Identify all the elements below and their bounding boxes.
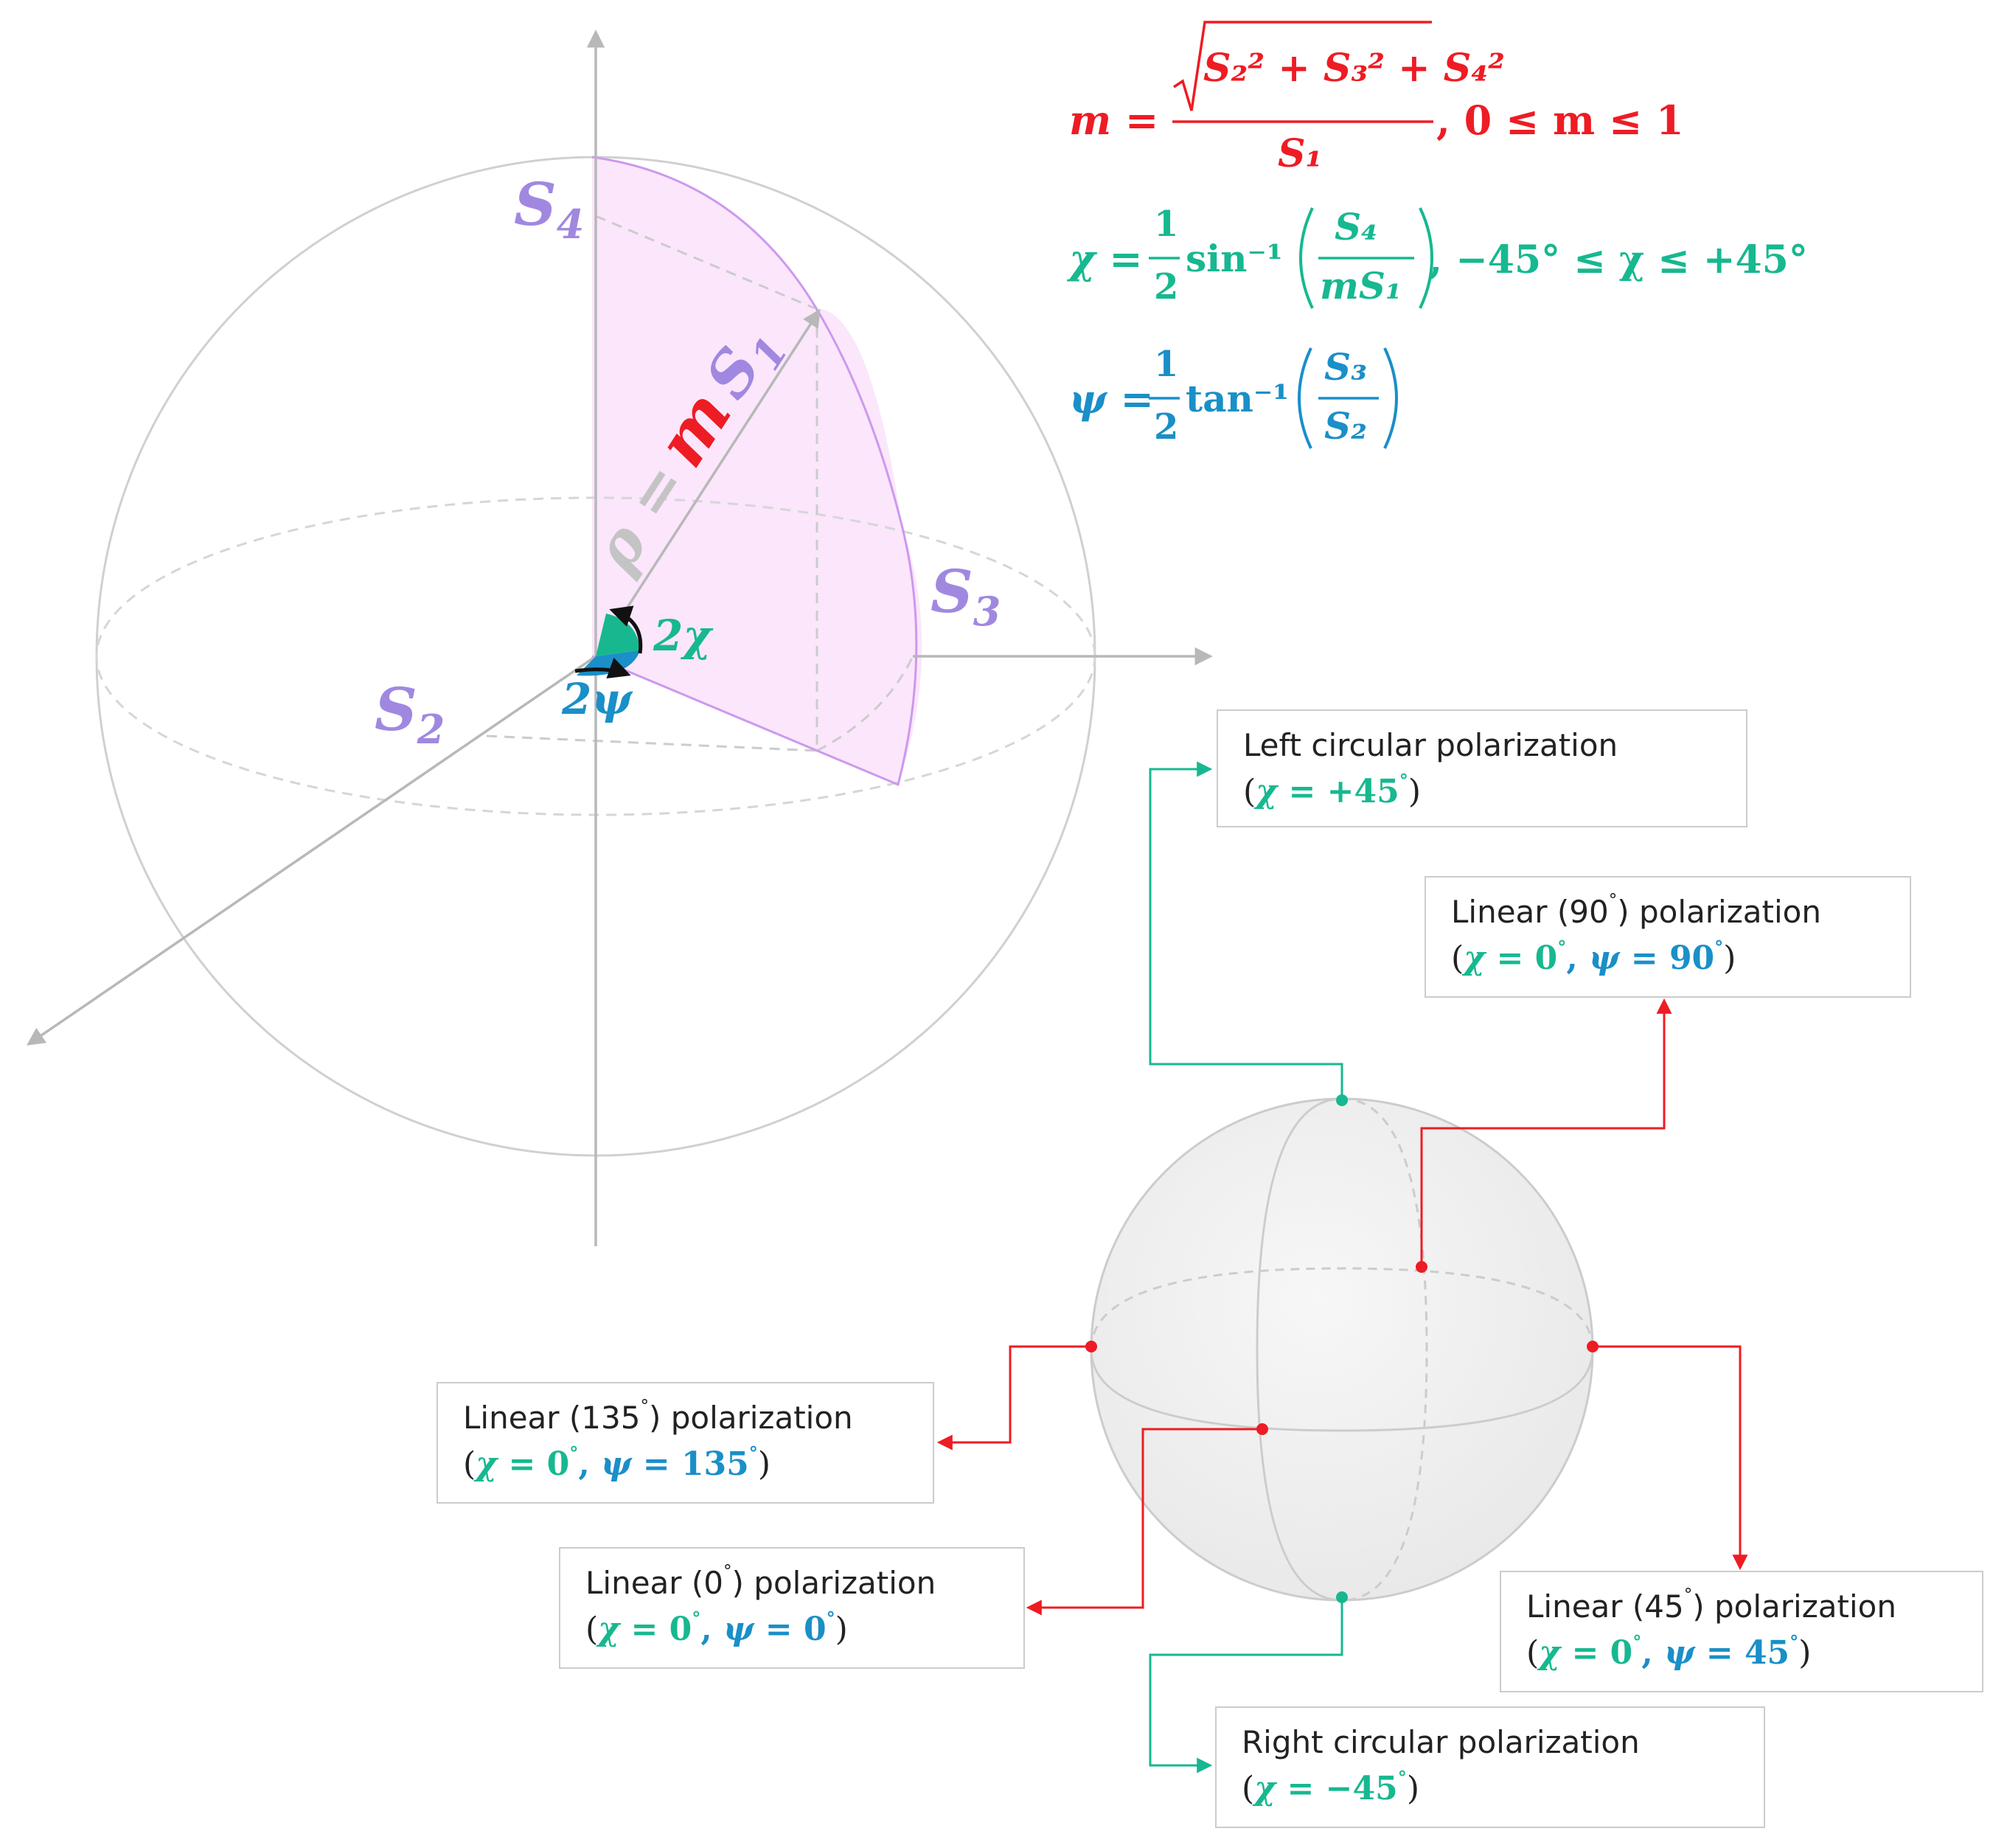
radius-vector	[594, 308, 821, 657]
svg-text:, 0 ≤ m ≤ 1: , 0 ≤ m ≤ 1	[1436, 97, 1684, 144]
svg-text:m =: m =	[1069, 97, 1158, 144]
linear-45-params: (χ = 0°, ψ = 45°)	[1526, 1631, 1812, 1672]
two-chi-wedge	[596, 614, 640, 656]
svg-text:S₄: S₄	[1335, 205, 1377, 249]
linear-45-title: Linear (45°) polarization	[1526, 1585, 1896, 1625]
svg-text:sin⁻¹: sin⁻¹	[1186, 237, 1283, 280]
small-sphere	[1090, 1097, 1594, 1602]
svg-text:mS₁: mS₁	[1320, 264, 1402, 308]
svg-text:S₃: S₃	[1324, 345, 1367, 389]
left-circular-title: Left circular polarization	[1243, 727, 1618, 763]
svg-text:, −45° ≤ χ ≤ +45°: , −45° ≤ χ ≤ +45°	[1429, 237, 1808, 282]
right-circular-box: Right circular polarization (χ = −45°)	[1215, 1706, 1765, 1828]
linear-0-params: (χ = 0°, ψ = 0°)	[585, 1608, 848, 1648]
equation-psi: ψ = 1 2 tan⁻¹ S₃ S₂	[1069, 344, 1398, 449]
s4-label: S4	[514, 170, 584, 248]
linear-135-box: Linear (135°) polarization (χ = 0°, ψ = …	[436, 1382, 934, 1504]
big-sphere	[26, 29, 1213, 1246]
connector-linear-135	[936, 1341, 1097, 1451]
linear-90-params: (χ = 0°, ψ = 90°)	[1451, 937, 1736, 977]
svg-text:1: 1	[1154, 204, 1178, 245]
svg-text:S₂² + S₃² + S₄²: S₂² + S₃² + S₄²	[1203, 46, 1505, 91]
connector-right-circular	[1149, 1591, 1348, 1774]
connector-linear-0	[1026, 1423, 1268, 1616]
proj-arc-small	[816, 656, 914, 752]
linear-0-box: Linear (0°) polarization (χ = 0°, ψ = 0°…	[559, 1547, 1025, 1669]
two-chi-arrow	[609, 605, 643, 654]
connector-left-circular	[1149, 761, 1348, 1106]
svg-text:S₂: S₂	[1324, 404, 1367, 448]
spherical-sector-edge	[591, 156, 918, 787]
svg-text:2: 2	[1154, 266, 1178, 308]
left-circular-box: Left circular polarization (χ = +45°)	[1217, 709, 1747, 827]
svg-text:ψ =: ψ =	[1069, 375, 1154, 423]
spherical-sector-fill	[592, 157, 922, 785]
svg-text:tan⁻¹: tan⁻¹	[1186, 377, 1289, 420]
linear-90-box: Linear (90°) polarization (χ = 0°, ψ = 9…	[1425, 876, 1911, 998]
equation-chi: χ = 1 2 sin⁻¹ S₄ mS₁ , −45° ≤ χ ≤ +45°	[1066, 204, 1808, 309]
svg-text:χ =: χ =	[1066, 235, 1143, 282]
right-circular-title: Right circular polarization	[1242, 1724, 1640, 1760]
s3-label: S3	[931, 557, 1001, 635]
equation-m: m = S₂² + S₃² + S₄² S₁ , 0 ≤ m ≤ 1	[1069, 21, 1684, 176]
proj-line-top	[595, 215, 815, 310]
small-sphere-outline	[1090, 1097, 1594, 1602]
linear-135-params: (χ = 0°, ψ = 135°)	[463, 1442, 771, 1483]
svg-text:1: 1	[1154, 344, 1178, 385]
s2-label: S2	[375, 675, 445, 753]
linear-135-title: Linear (135°) polarization	[463, 1397, 853, 1436]
two-psi-arrow	[574, 657, 631, 679]
linear-90-title: Linear (90°) polarization	[1451, 891, 1821, 930]
linear-0-title: Linear (0°) polarization	[585, 1562, 936, 1601]
connector-linear-45	[1587, 1341, 1748, 1571]
proj-line-bottom	[486, 734, 818, 752]
left-circular-params: (χ = +45°)	[1243, 770, 1422, 810]
s2-axis	[26, 655, 596, 1046]
svg-text:S₁: S₁	[1278, 131, 1322, 176]
connector-linear-90	[1416, 998, 1672, 1273]
right-circular-params: (χ = −45°)	[1242, 1767, 1420, 1807]
two-psi-label: 2ψ	[561, 674, 633, 724]
svg-text:2: 2	[1154, 406, 1178, 448]
linear-45-box: Linear (45°) polarization (χ = 0°, ψ = 4…	[1500, 1571, 1983, 1692]
two-chi-label: 2χ	[653, 611, 714, 661]
